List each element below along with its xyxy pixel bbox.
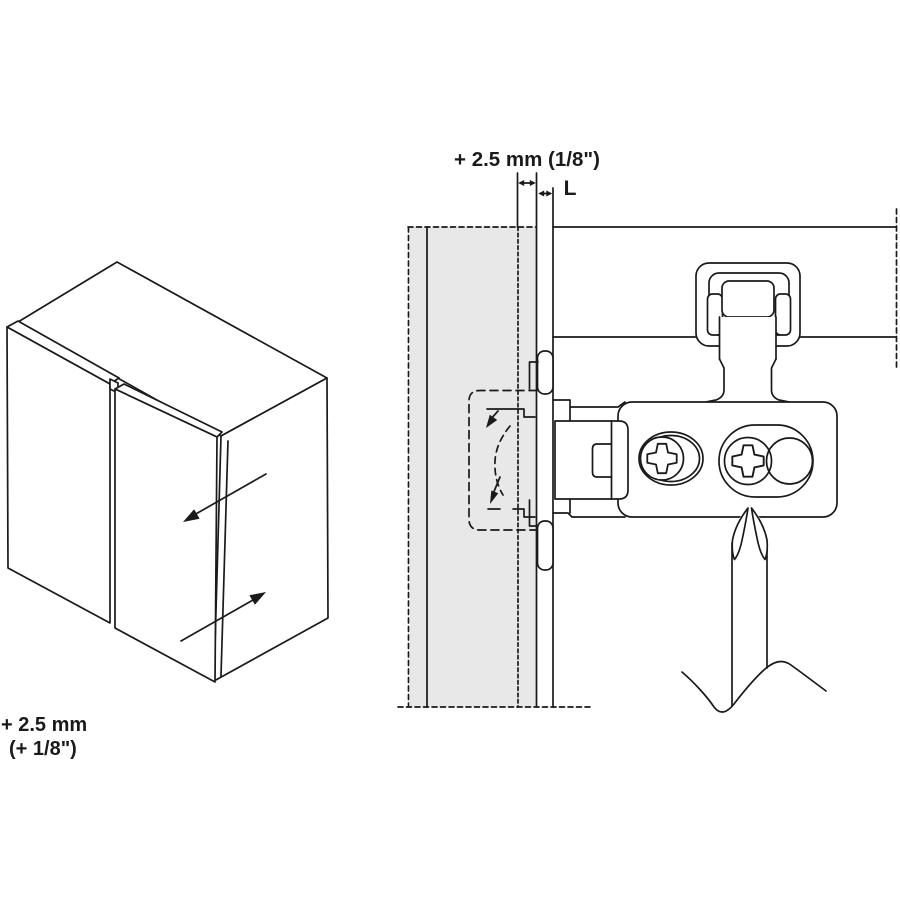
hinge-arm bbox=[552, 399, 629, 518]
screwdriver bbox=[681, 503, 827, 713]
screwdriver-tip-blade-left bbox=[731, 507, 749, 561]
cup-motion-arrow-bottom-line bbox=[492, 476, 501, 495]
fixing-screw-slot bbox=[718, 424, 814, 498]
dowel-top bbox=[536, 350, 554, 395]
screwdriver-tip-blade-right bbox=[750, 507, 769, 561]
gap-dimension-label: L bbox=[564, 177, 577, 200]
screw-head bbox=[639, 436, 685, 481]
pozidriv-recess-icon bbox=[731, 444, 765, 478]
clamp-stem-left bbox=[705, 358, 725, 403]
arm-knuckle bbox=[554, 420, 629, 500]
dim-arrow-2-head-right bbox=[546, 190, 553, 197]
arrow-outward-head bbox=[249, 592, 266, 605]
dim-arrow-1-head-right bbox=[529, 180, 536, 186]
right-door-front bbox=[114, 388, 218, 683]
dowel-bottom bbox=[536, 520, 554, 571]
arm-knuckle-inner-slot bbox=[591, 443, 613, 478]
arm-flange-top bbox=[552, 399, 626, 422]
arrow-inward-head bbox=[183, 509, 200, 522]
cross-section-view: + 2.5 mm (1/8") L bbox=[397, 148, 898, 713]
door-panel-break-border bbox=[397, 226, 593, 708]
arm-flange-bottom bbox=[552, 498, 626, 518]
adjustment-value-line2: (+ 1/8") bbox=[9, 738, 77, 760]
slot-screw-head bbox=[723, 436, 773, 486]
door-panel-section bbox=[397, 226, 593, 708]
arrow-inward-line bbox=[193, 473, 267, 516]
door-panel-fill bbox=[410, 227, 536, 707]
flange-bracket-top bbox=[528, 361, 539, 390]
dim-arrow-1-head-left bbox=[518, 180, 525, 186]
clamp-screw-head bbox=[721, 280, 775, 318]
depth-adjustment-screw bbox=[638, 431, 704, 486]
pozidriv-recess-icon bbox=[646, 442, 678, 475]
top-dimension-label: + 2.5 mm (1/8") bbox=[454, 148, 600, 171]
cup-inner-dashed-arc bbox=[494, 425, 511, 496]
cabinet-side-front-edge bbox=[220, 440, 229, 677]
cup-motion-arrow-bottom-head bbox=[490, 490, 499, 504]
dimension-annotation: + 2.5 mm (1/8") L bbox=[454, 148, 600, 228]
gap-lines bbox=[535, 172, 554, 708]
cup-dashed-outline bbox=[468, 389, 538, 531]
dim-arrow-2-head-left bbox=[538, 190, 545, 197]
clamp-shoulder-right bbox=[774, 293, 792, 336]
cup-flange-hook-top bbox=[486, 408, 536, 418]
cabinet-isometric-view: + 2.5 mm (+ 1/8") bbox=[1, 261, 329, 760]
arrow-outward-line bbox=[180, 599, 254, 642]
flange-bracket-bottom bbox=[528, 499, 539, 527]
cup-motion-arrow-top-head bbox=[486, 414, 498, 428]
mounting-dowels bbox=[528, 350, 554, 571]
clamp-neck-fill bbox=[719, 317, 776, 359]
clamping-lever bbox=[695, 262, 801, 403]
left-door-front bbox=[6, 326, 111, 624]
adjustment-value-line1: + 2.5 mm bbox=[1, 714, 87, 736]
screwdriver-break-wave bbox=[681, 660, 827, 713]
door-depth-arrows bbox=[180, 473, 267, 642]
clamp-stem-right bbox=[770, 358, 790, 403]
slot-position-circle bbox=[765, 437, 814, 485]
